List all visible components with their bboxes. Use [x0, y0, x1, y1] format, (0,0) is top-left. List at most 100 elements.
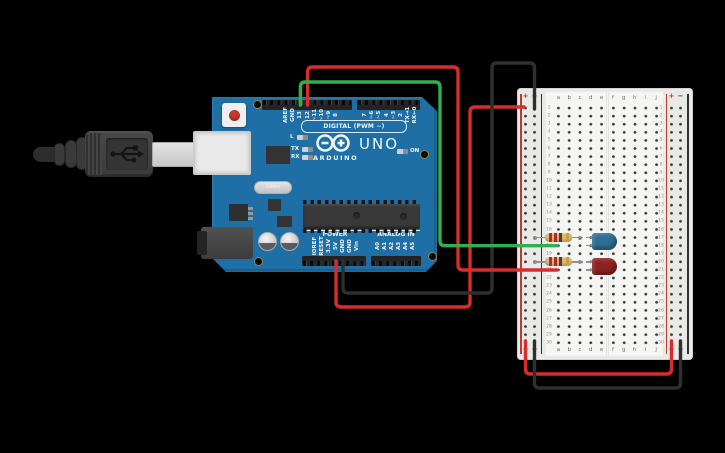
wire-red-5v-to-positive-rail[interactable]	[334, 105, 526, 309]
power-header[interactable]	[302, 256, 366, 266]
arduino-power-jack-face	[197, 231, 207, 255]
capacitor	[280, 232, 299, 251]
led-tx-bar	[302, 147, 313, 152]
chip-dimple	[353, 212, 360, 219]
row-number-left: 23	[546, 283, 552, 289]
row-number-left: 15	[546, 218, 552, 224]
wire-red-pin12-to-a21[interactable]	[305, 65, 559, 272]
row-number-right: 5	[659, 137, 663, 143]
digital-pwm-label: DIGITAL (PWM ~)	[301, 120, 407, 133]
row-number-right: 2	[659, 113, 663, 119]
row-number-left: 2	[547, 113, 551, 119]
on-label: ON	[410, 148, 420, 154]
row-number-left: 8	[547, 162, 551, 168]
row-number-right: 20	[658, 259, 664, 265]
led-rx-bar	[302, 155, 313, 160]
column-letter-b: b	[567, 347, 571, 353]
voltage-regulator	[229, 204, 248, 221]
row-number-right: 21	[658, 267, 664, 273]
left-rail-holes[interactable]	[521, 104, 539, 347]
reset-button[interactable]	[222, 103, 246, 127]
usb-metal-connector	[152, 142, 196, 167]
row-number-left: 12	[546, 194, 552, 200]
column-letter-h: h	[632, 347, 637, 353]
row-number-left: 30	[546, 340, 552, 346]
row-number-left: 25	[546, 299, 552, 305]
column-letter-d: d	[589, 347, 593, 353]
row-number-right: 28	[658, 324, 664, 330]
column-letter-g: g	[622, 347, 626, 353]
row-number-right: 10	[658, 178, 664, 184]
column-letter-h: h	[632, 95, 637, 101]
led-l-bar	[297, 134, 308, 140]
column-letter-i: i	[644, 347, 647, 353]
row-number-left: 5	[547, 137, 551, 143]
row-number-left: 13	[546, 202, 552, 208]
column-letter-e: e	[599, 347, 604, 353]
column-letter-f: f	[612, 347, 614, 353]
breadboard-holes-ae[interactable]	[553, 104, 607, 347]
resistor-hook	[532, 259, 537, 264]
arduino-power-jack	[201, 227, 253, 259]
row-number-right: 25	[658, 299, 664, 305]
led-red[interactable]	[592, 257, 617, 275]
row-number-left: 22	[546, 275, 552, 281]
row-number-left: 10	[546, 178, 552, 184]
left-positive-rail-line	[520, 94, 522, 354]
row-number-right: 11	[658, 186, 664, 192]
row-number-right: 15	[658, 218, 664, 224]
analog-header[interactable]	[371, 256, 421, 266]
row-number-left: 14	[546, 210, 552, 216]
row-number-right: 24	[658, 291, 664, 297]
breadboard-center-groove	[605, 92, 609, 356]
column-letter-a: a	[556, 95, 561, 101]
chip-dimple	[400, 213, 407, 220]
mounting-hole	[253, 100, 262, 109]
row-number-right: 17	[658, 235, 664, 241]
column-letter-e: e	[599, 95, 604, 101]
wire-black-gnd-to-negative-rail[interactable]	[341, 61, 537, 295]
row-number-left: 16	[546, 227, 552, 232]
negative-rail-label: −	[677, 92, 684, 100]
right-rail-holes[interactable]	[667, 104, 685, 347]
row-number-left: 11	[546, 186, 552, 192]
small-chip	[268, 199, 281, 211]
row-number-right: 12	[658, 194, 664, 200]
led-leg	[586, 236, 595, 239]
wire-red-rail-jumper[interactable]	[523, 339, 674, 376]
right-negative-rail-line	[687, 94, 689, 354]
uno-model-label: UNO	[359, 135, 400, 153]
wire-green-pin13-to-a18[interactable]	[298, 80, 559, 248]
row-number-right: 30	[658, 340, 664, 346]
row-number-left: 27	[546, 316, 552, 322]
positive-rail-label: +	[668, 92, 675, 100]
usb-trident-icon	[110, 145, 144, 163]
column-letter-i: i	[644, 95, 647, 101]
wire-black-rail-jumper[interactable]	[532, 339, 683, 390]
resistor-hook	[578, 259, 582, 264]
usb-plug-grip	[86, 133, 102, 175]
column-letter-g: g	[622, 95, 626, 101]
breadboard-holes-fj[interactable]	[607, 104, 662, 347]
column-letter-c: c	[578, 95, 582, 101]
column-letter-a: a	[556, 347, 561, 353]
usb-interface-chip	[266, 146, 290, 164]
row-number-right: 4	[659, 129, 663, 135]
resistor-body	[545, 233, 572, 243]
mounting-hole	[420, 150, 429, 159]
resistor-body	[545, 257, 572, 267]
row-number-right: 7	[659, 154, 663, 160]
column-letter-j: j	[655, 95, 657, 101]
column-letter-d: d	[589, 95, 593, 101]
led-blue[interactable]	[592, 233, 617, 251]
analog-group-label: ANALOG IN	[377, 231, 415, 238]
left-negative-rail-line	[540, 94, 543, 354]
regulator-leg	[248, 212, 253, 215]
small-ic	[277, 216, 292, 227]
digital-header-right[interactable]	[357, 100, 420, 110]
row-number-left: 28	[546, 324, 552, 330]
row-number-left: 26	[546, 308, 552, 313]
row-number-right: 26	[658, 308, 664, 313]
power-group-label: POWER	[322, 231, 348, 238]
